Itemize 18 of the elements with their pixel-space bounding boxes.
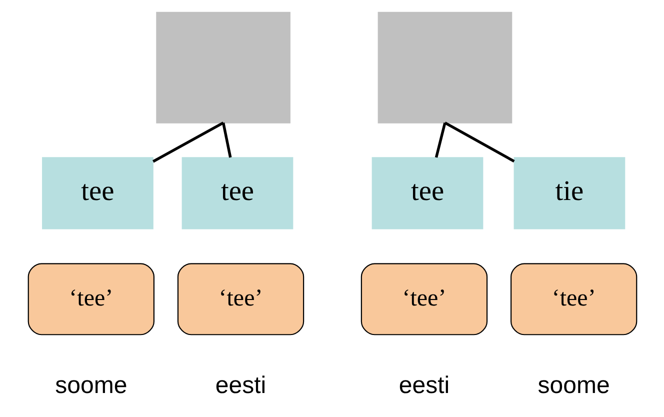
node-label: eesti — [398, 372, 450, 400]
node-label: soome — [537, 372, 610, 400]
node-box: ‘tee’ — [360, 263, 488, 336]
connector — [221, 122, 232, 158]
connector — [444, 122, 514, 162]
node-box: tee — [181, 157, 293, 230]
node-box: tie — [513, 157, 625, 230]
connector — [434, 122, 446, 158]
node-box: tee — [371, 157, 483, 230]
node-box — [377, 12, 512, 124]
node-box — [156, 12, 290, 124]
node-label: eesti — [214, 372, 266, 400]
node-box: ‘tee’ — [510, 263, 637, 336]
node-box: ‘tee’ — [176, 263, 304, 336]
node-box: ‘tee’ — [27, 263, 154, 336]
node-label: soome — [54, 372, 127, 400]
node-box: tee — [42, 157, 153, 230]
connector — [152, 122, 224, 163]
